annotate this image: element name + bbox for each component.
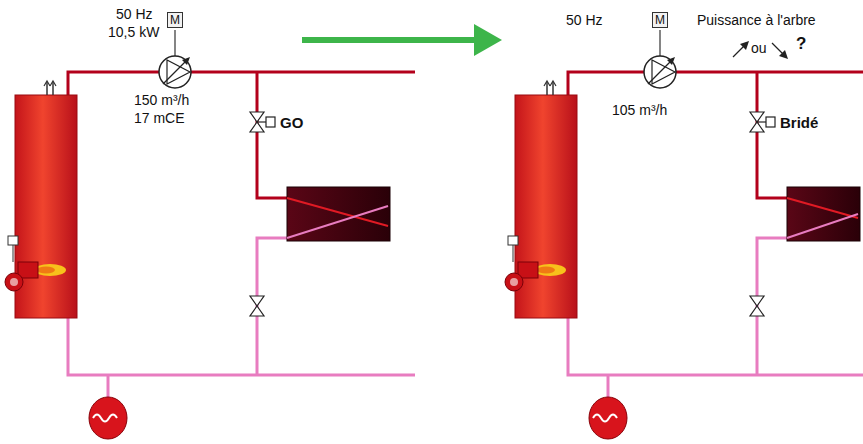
right-circuit <box>505 30 863 439</box>
motor-box: M <box>167 12 183 28</box>
head-label: 17 mCE <box>134 110 185 126</box>
flow-label: 105 m³/h <box>612 102 667 118</box>
shaft-power-label: Puissance à l'arbre <box>697 12 816 28</box>
flow-label: 150 m³/h <box>134 92 189 108</box>
power-label: 10,5 kW <box>108 24 159 40</box>
motor-box: M <box>652 12 668 28</box>
or-label: ou <box>751 40 767 56</box>
motor-letter: M <box>655 13 665 27</box>
frequency-label: 50 Hz <box>116 6 153 22</box>
frequency-label: 50 Hz <box>566 12 603 28</box>
left-circuit <box>5 30 415 439</box>
motor-letter: M <box>170 13 180 27</box>
valve-state: GO <box>280 114 303 132</box>
transition-arrow <box>302 24 502 56</box>
valve-state: Bridé <box>780 114 818 132</box>
question-mark: ? <box>796 34 806 54</box>
